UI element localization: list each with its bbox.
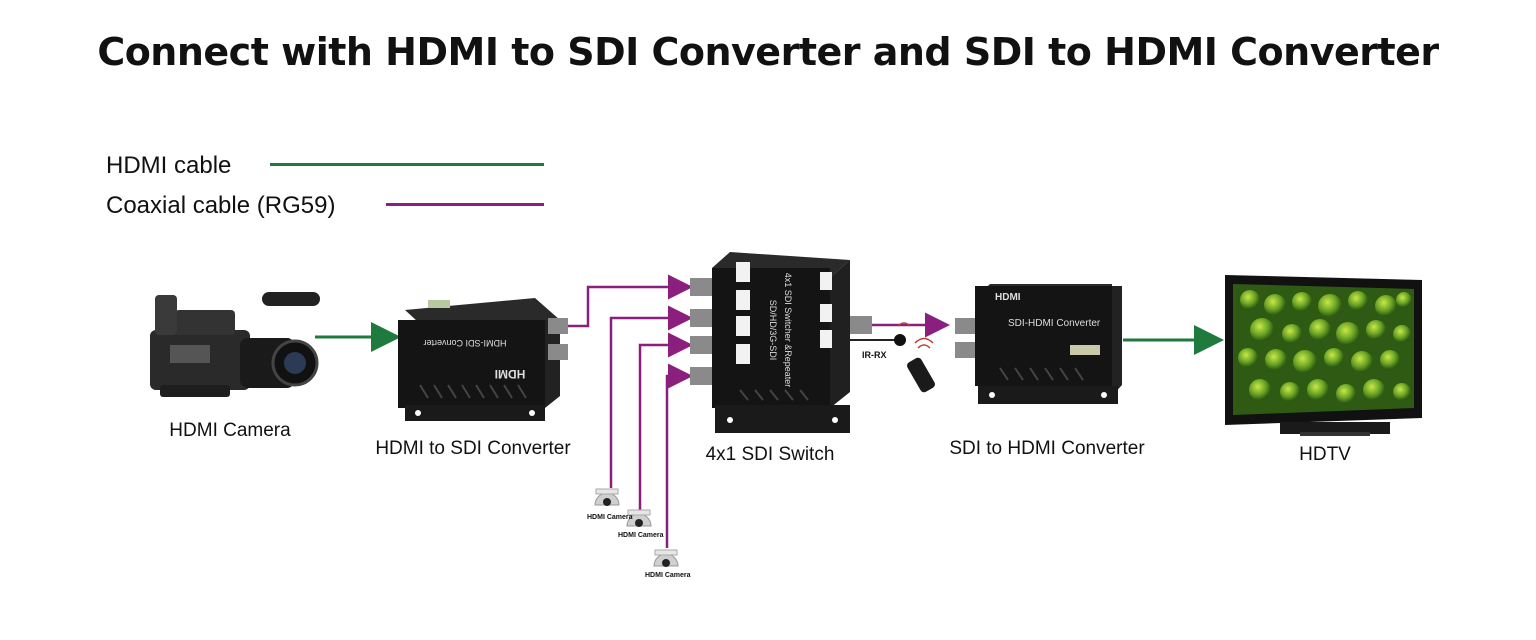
hdmi-sdi-converter-label: HDMI to SDI Converter xyxy=(375,438,571,459)
hdmi-camera-label: HDMI Camera xyxy=(169,420,291,441)
sdi-switch-device xyxy=(690,252,872,433)
remote-control-icon xyxy=(897,322,935,393)
small-camera-label-3: HDMI Camera xyxy=(645,572,691,579)
coax-cable-converter-to-switch xyxy=(568,274,693,328)
sdi-hdmi-logo: HDMI xyxy=(995,292,1021,303)
hdmi-sdi-panel-text: HDMI-SDI Converter xyxy=(423,338,506,348)
switch-panel-line2: 4x1 SDI Switcher &Repeater xyxy=(783,273,793,388)
coax-cable-cam-2 xyxy=(638,332,693,510)
sdi-hdmi-converter-device xyxy=(955,284,1122,404)
sdi-switch-label: 4x1 SDI Switch xyxy=(705,444,835,465)
coax-cable-cam-3 xyxy=(665,363,693,548)
dome-camera-icon-2 xyxy=(626,509,652,527)
small-camera-label-2: HDMI Camera xyxy=(618,532,664,539)
small-camera-label-1: HDMI Camera xyxy=(587,514,633,521)
dome-camera-icon-3 xyxy=(653,549,679,567)
legend-hdmi-line xyxy=(270,163,544,166)
legend-hdmi-label: HDMI cable xyxy=(106,152,232,179)
ir-receiver-icon xyxy=(894,334,906,346)
legend-coax-label: Coaxial cable (RG59) xyxy=(106,192,336,219)
hdmi-sdi-logo: HDMI xyxy=(495,367,526,381)
switch-panel-line1: SD/HD/3G-SDI xyxy=(768,300,778,361)
hdtv-device xyxy=(1225,275,1422,436)
hdmi-sdi-converter-device xyxy=(398,298,568,421)
hdtv-label: HDTV xyxy=(1299,444,1351,465)
legend-coax-line xyxy=(386,203,544,206)
sdi-hdmi-converter-label: SDI to HDMI Converter xyxy=(949,438,1145,459)
ir-rx-label: IR-RX xyxy=(862,350,887,360)
hdmi-camera-device xyxy=(150,292,320,397)
dome-camera-icon-1 xyxy=(594,488,620,506)
coax-cable-cam-1 xyxy=(609,305,693,488)
diagram-title: Connect with HDMI to SDI Converter and S… xyxy=(97,30,1439,74)
sdi-hdmi-panel-text: SDI-HDMI Converter xyxy=(1008,318,1101,329)
